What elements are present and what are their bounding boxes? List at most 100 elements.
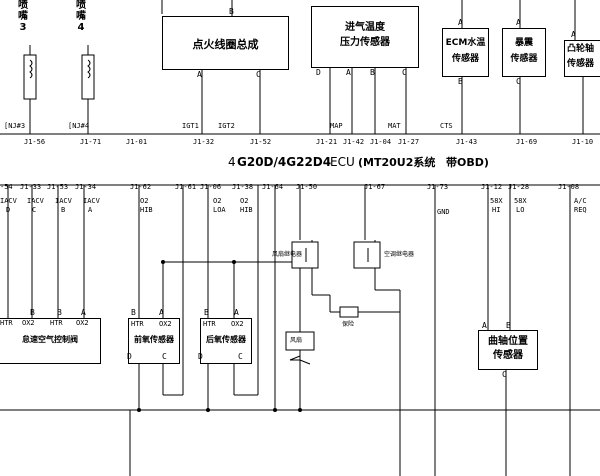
- pin-j1-61: J1-61: [175, 183, 197, 191]
- ac-sig-2: REQ: [574, 206, 587, 214]
- o2f-pin-b: B: [131, 308, 136, 317]
- iacv-1-t: IACV: [0, 197, 17, 205]
- gnd-label: GND: [437, 208, 450, 216]
- pin-j1-67: J1-67: [364, 183, 386, 191]
- knock-pin-c: C: [516, 77, 521, 86]
- intake-pin-c: C: [402, 68, 407, 77]
- pin-j1-71: J1-71: [80, 138, 102, 146]
- crank-pin-b: B: [506, 321, 511, 330]
- intake-title-2: 压力传感器: [340, 37, 390, 48]
- coil-pin-a: A: [197, 70, 202, 79]
- o2f-sig2: HIB: [140, 206, 153, 214]
- pin-j1-33: J1-33: [20, 183, 42, 191]
- cam-sensor-box: 凸轮轴 传感器: [564, 40, 600, 77]
- ac-sig-1: A/C: [574, 197, 587, 205]
- idle-lbl-4: OX2: [76, 319, 89, 327]
- pin-j1-21: J1-21: [316, 138, 338, 146]
- pin-j1-34: J1-34: [75, 183, 97, 191]
- injector-4-body: [81, 54, 95, 100]
- o2f-pin-a: A: [159, 308, 164, 317]
- cam-title-1: 凸轮轴: [567, 44, 595, 54]
- o2f-title: 前氧传感器: [134, 335, 174, 344]
- idle-valve-box: 怠速空气控制阀: [0, 318, 101, 364]
- pin-j1-64: J1-64: [262, 183, 284, 191]
- crank-sig-hi-2: HI: [492, 206, 501, 214]
- idle-pin-b2: B: [57, 308, 62, 317]
- o2r-title: 后氧传感器: [206, 335, 246, 344]
- pin-j1-62: J1-62: [130, 183, 152, 191]
- knock-sensor-box: 暴震 传感器: [502, 28, 546, 77]
- o2-front-box: 前氧传感器 HTR OX2: [128, 318, 180, 364]
- intake-pin-a: A: [346, 68, 351, 77]
- o2r-pin-d: D: [198, 352, 203, 361]
- crank-sig-lo-1: 58X: [514, 197, 527, 205]
- pin-j1-32: J1-32: [193, 138, 215, 146]
- relay1-body: [291, 241, 319, 269]
- knock-pin-a: A: [516, 18, 521, 27]
- crank-pin-c: C: [502, 370, 507, 379]
- fan-label: 风扇: [290, 337, 303, 344]
- injector-3-coil-icon: [29, 59, 33, 79]
- ecu-title-b: G20D/4G22D4: [237, 155, 332, 169]
- ecm-pin-b: B: [458, 77, 463, 86]
- ecm-title-2: 传感器: [451, 54, 479, 64]
- o2r-sig3: O2: [240, 197, 249, 205]
- pin-j1-04: J1-04: [370, 138, 392, 146]
- pin-j1-08: J1-08: [558, 183, 580, 191]
- iacv-3-s: B: [61, 206, 66, 214]
- intake-title-1: 进气温度: [345, 22, 385, 33]
- pin-j1-50: J1-50: [296, 183, 318, 191]
- pin-j1-12: J1-12: [481, 183, 503, 191]
- o2f-sig1: O2: [140, 197, 149, 205]
- idle-lbl-1: HTR: [0, 319, 13, 327]
- idle-pin-a: A: [81, 308, 86, 317]
- injector-4-coil-icon: [87, 59, 91, 79]
- ecu-title-c: ECU: [330, 155, 355, 169]
- pin-j1-73: J1-73: [427, 183, 449, 191]
- pin-j1-53: J1-53: [47, 183, 69, 191]
- o2r-pin-c: C: [238, 352, 243, 361]
- pin-j1-69: J1-69: [516, 138, 538, 146]
- pin-j1-42: J1-42: [343, 138, 365, 146]
- knock-title-1: 暴震: [514, 38, 533, 48]
- pin-j1-28: J1-28: [508, 183, 530, 191]
- iacv-1-s: D: [6, 206, 11, 214]
- coil-sig-igt1: IGT1: [182, 122, 199, 130]
- o2-rear-box: 后氧传感器 HTR OX2: [200, 318, 252, 364]
- pin-j1-06: J1-06: [200, 183, 222, 191]
- relay1-label: 风扇继电器: [272, 251, 303, 258]
- pin-j1-10: J1-10: [572, 138, 594, 146]
- crank-title-2: 传感器: [493, 350, 523, 361]
- crank-sensor-box: 曲轴位置 传感器: [478, 330, 538, 370]
- o2r-sig1: O2: [213, 197, 222, 205]
- o2r-h1: HTR: [203, 320, 216, 328]
- o2r-sig4: HIB: [240, 206, 253, 214]
- ecu-title-e: 带OBD): [446, 156, 489, 169]
- o2f-h1: HTR: [131, 320, 144, 328]
- iacv-2-s: C: [32, 206, 37, 214]
- injector-3-label: 喷 嘴 3: [18, 0, 28, 33]
- o2r-pin-a: A: [234, 308, 239, 317]
- fuse-label: 保险: [342, 321, 355, 328]
- fuse-body: [339, 306, 359, 318]
- pin-j1-52: J1-52: [250, 138, 272, 146]
- relay2-body: [353, 241, 381, 269]
- crank-sig-lo-2: LO: [516, 206, 525, 214]
- ecm-pin-a: A: [458, 18, 463, 27]
- fan-blade-icon: [289, 355, 311, 365]
- intake-pin-b: B: [370, 68, 375, 77]
- cam-title-2: 传感器: [567, 59, 595, 69]
- iacv-2-t: IACV: [27, 197, 44, 205]
- ecm-sig-cts: CTS: [440, 122, 453, 130]
- idle-lbl-2: OX2: [22, 319, 35, 327]
- crank-sig-hi-1: 58X: [490, 197, 503, 205]
- o2f-pin-c: C: [162, 352, 167, 361]
- injector-4-label: 喷 嘴 4: [76, 0, 86, 33]
- o2f-h2: OX2: [159, 320, 172, 328]
- fan-body: [285, 331, 315, 351]
- ecm-title-1: ECM水温: [445, 38, 486, 48]
- pin-j1-56: J1-56: [24, 138, 46, 146]
- intake-sig-mat: MAT: [388, 122, 401, 130]
- intake-sensor-box: 进气温度 压力传感器: [311, 6, 419, 68]
